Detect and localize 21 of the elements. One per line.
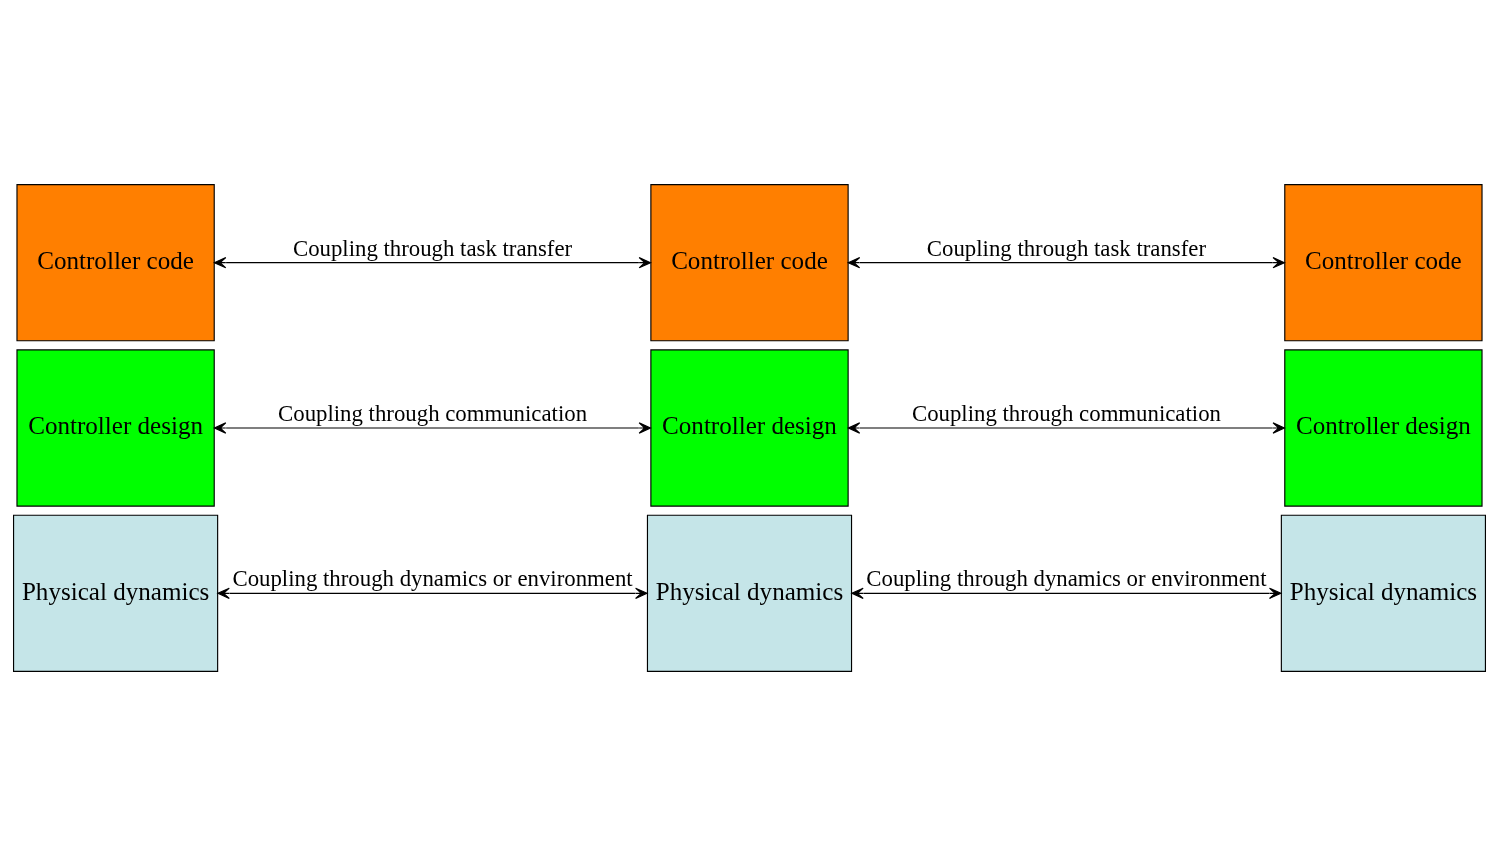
node-box: Controller design <box>649 348 849 507</box>
arrow <box>213 256 651 268</box>
edge-label: Coupling through task transfer <box>926 235 1206 261</box>
arrow <box>847 256 1285 268</box>
arrow <box>213 421 651 434</box>
arrow <box>847 421 1285 434</box>
edge-label: Coupling through task transfer <box>292 235 572 261</box>
node-box: Controller code <box>649 183 849 341</box>
node-box: Controller code <box>15 183 215 341</box>
edge-label: Coupling through communication <box>911 400 1221 426</box>
node-box: Controller design <box>15 348 215 507</box>
node-box: Controller code <box>1283 183 1483 341</box>
arrow <box>216 587 648 599</box>
node-box: Controller design <box>1283 348 1483 507</box>
edge-label: Coupling through communication <box>277 400 587 426</box>
node-box: Physical dynamics <box>646 514 852 672</box>
arrow <box>850 587 1281 599</box>
edge-label: Coupling through dynamics or environment <box>231 565 633 591</box>
edge-label: Coupling through dynamics or environment <box>865 565 1267 591</box>
node-box: Physical dynamics <box>12 514 218 672</box>
node-box: Physical dynamics <box>1280 514 1486 672</box>
